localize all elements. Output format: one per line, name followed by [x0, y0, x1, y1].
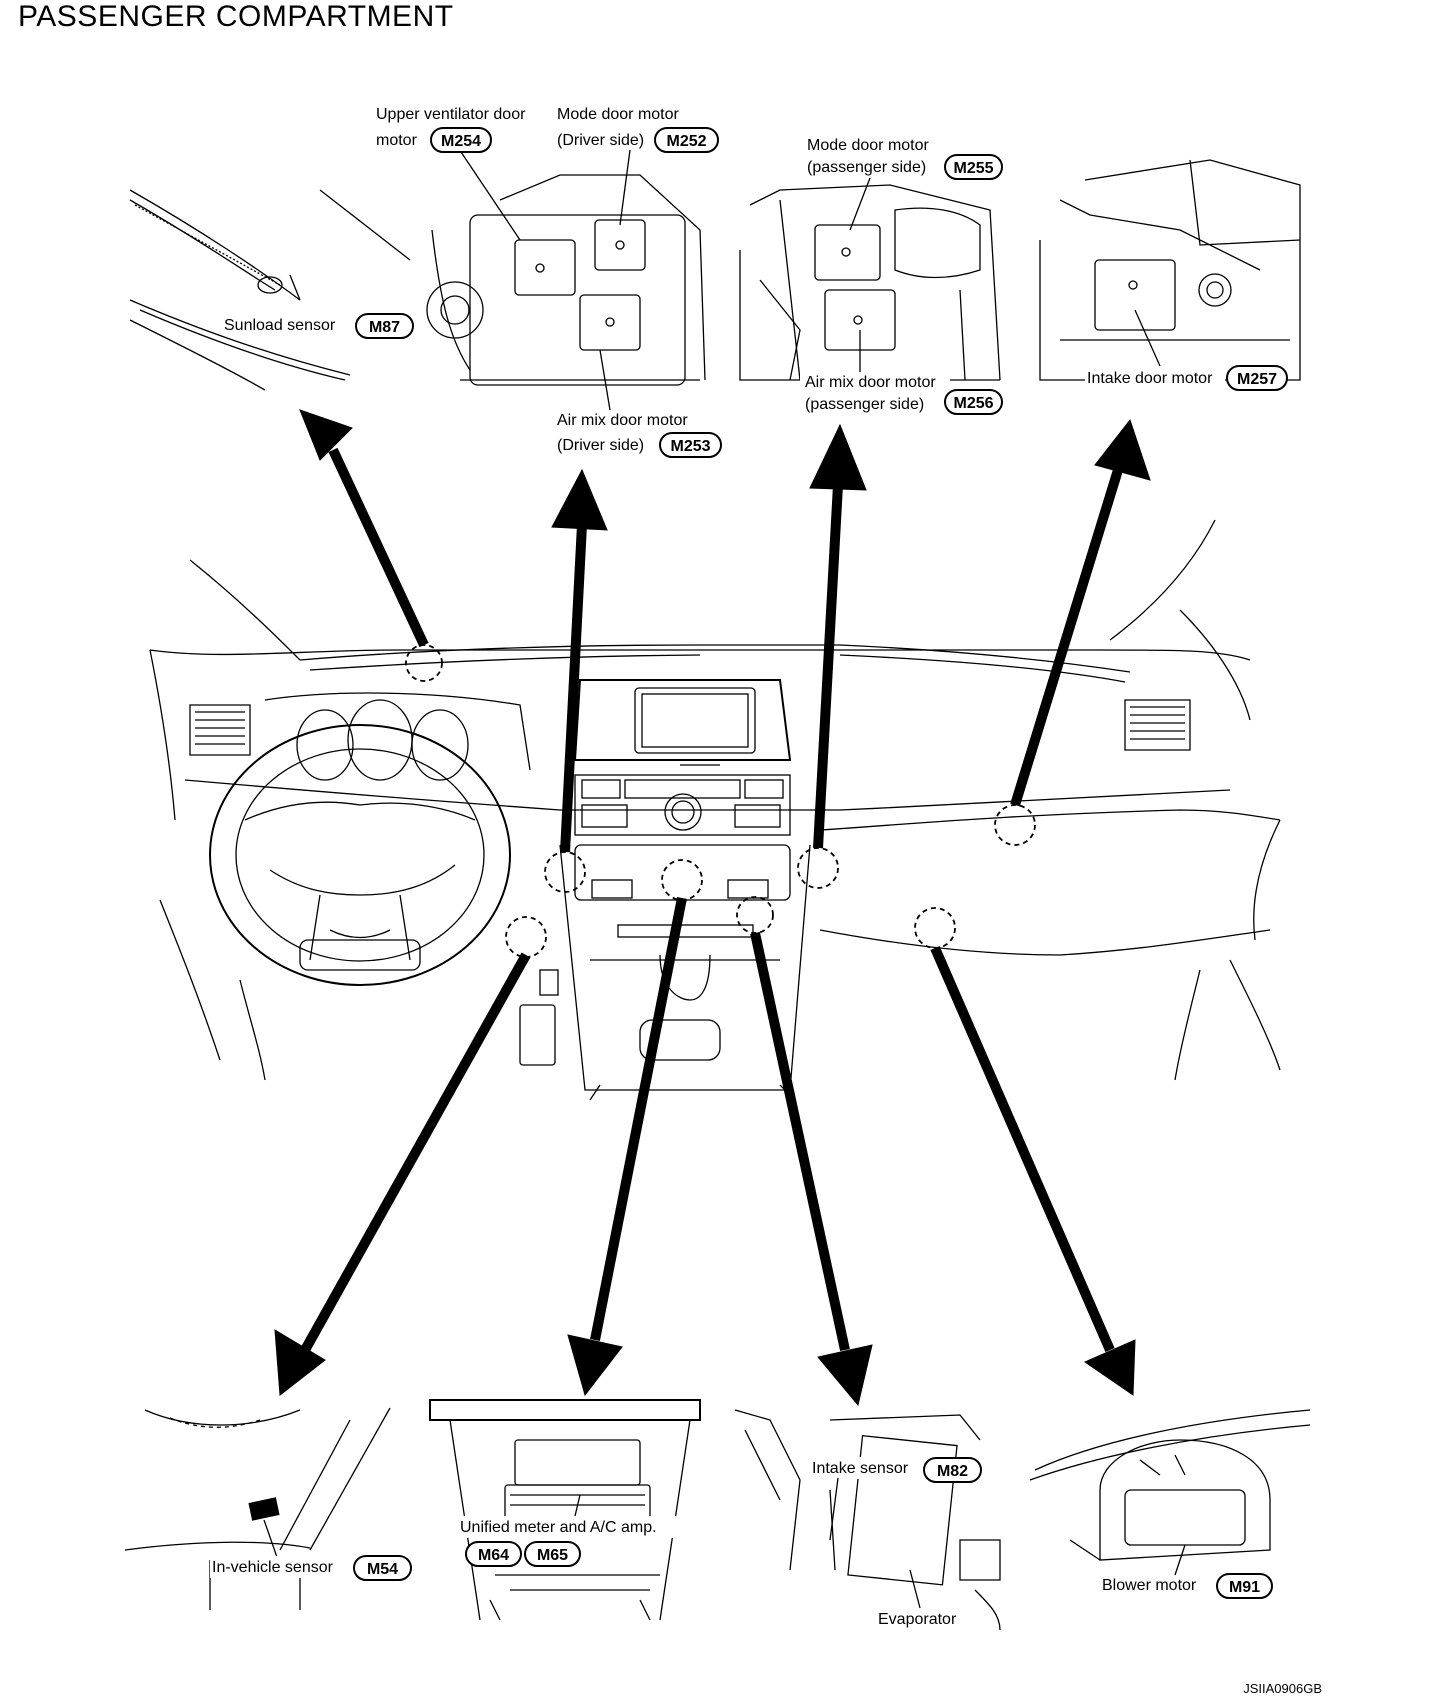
- evaporator-callout: Evaporator: [878, 1569, 957, 1628]
- blower-motor-label: Blower motor: [1102, 1577, 1197, 1594]
- mode-motor-driver-callout: Mode door motor (Driver side) M252: [557, 106, 719, 226]
- air-mix-driver-label-1: Air mix door motor: [557, 412, 688, 429]
- panel-in-vehicle-sensor: [124, 1407, 391, 1610]
- location-markers: [405, 644, 1036, 958]
- intake-sensor-callout: Intake sensor M82: [810, 1457, 982, 1541]
- in-vehicle-sensor-code: M54: [367, 1561, 398, 1578]
- dashboard-illustration: [149, 519, 1281, 1101]
- unified-meter-code-1: M64: [478, 1547, 509, 1564]
- panel-blower-motor: [1029, 1409, 1311, 1561]
- intake-door-motor-code: M257: [1237, 371, 1277, 388]
- evaporator-label: Evaporator: [878, 1611, 957, 1628]
- intake-sensor-code: M82: [937, 1463, 968, 1480]
- sunload-sensor-callout: Sunload sensor M87: [222, 313, 414, 339]
- document-id: JSIIA0906GB: [1243, 1681, 1322, 1696]
- sunload-sensor-code: M87: [369, 319, 400, 336]
- mode-motor-driver-code: M252: [666, 133, 706, 150]
- panel-intake-door-motor: [1039, 159, 1301, 381]
- mode-motor-passenger-code: M255: [953, 160, 993, 177]
- mode-motor-driver-label-2: (Driver side): [557, 132, 644, 149]
- blower-motor-callout: Blower motor M91: [1100, 1544, 1273, 1599]
- air-mix-passenger-code: M256: [953, 395, 993, 412]
- pointer-arrows: [274, 409, 1151, 1407]
- panel-intake-sensor: [734, 1409, 1001, 1631]
- panel-driver-motors: [426, 174, 706, 386]
- panel-sunload-sensor: [129, 189, 411, 391]
- air-mix-driver-label-2: (Driver side): [557, 437, 644, 454]
- sunload-sensor-label: Sunload sensor: [224, 317, 336, 334]
- in-vehicle-sensor-label: In-vehicle sensor: [212, 1559, 334, 1576]
- panel-unified-meter: [429, 1399, 701, 1621]
- unified-meter-label: Unified meter and A/C amp.: [460, 1519, 657, 1536]
- intake-door-motor-label: Intake door motor: [1087, 370, 1213, 387]
- upper-vent-motor-label-1: Upper ventilator door: [376, 106, 526, 123]
- page-title: PASSENGER COMPARTMENT: [18, 0, 454, 33]
- mode-motor-passenger-label-1: Mode door motor: [807, 137, 930, 154]
- air-mix-passenger-callout: Air mix door motor (passenger side) M256: [800, 330, 1003, 416]
- unified-meter-callout: Unified meter and A/C amp. M64 M65: [458, 1494, 678, 1567]
- intake-door-motor-callout: Intake door motor M257: [1085, 309, 1288, 391]
- air-mix-driver-code: M253: [670, 438, 710, 455]
- upper-vent-motor-callout: Upper ventilator door motor M254: [376, 106, 526, 241]
- in-vehicle-sensor-callout: In-vehicle sensor M54: [210, 1555, 412, 1581]
- upper-vent-motor-code: M254: [441, 133, 481, 150]
- air-mix-passenger-label-2: (passenger side): [805, 396, 924, 413]
- mode-motor-driver-label-1: Mode door motor: [557, 106, 680, 123]
- blower-motor-code: M91: [1229, 1579, 1260, 1596]
- unified-meter-code-2: M65: [537, 1547, 568, 1564]
- intake-sensor-label: Intake sensor: [812, 1460, 909, 1477]
- panel-passenger-motors: [739, 184, 1001, 381]
- air-mix-passenger-label-1: Air mix door motor: [805, 374, 936, 391]
- mode-motor-passenger-callout: Mode door motor (passenger side) M255: [807, 137, 1003, 231]
- upper-vent-motor-label-2: motor: [376, 132, 418, 149]
- mode-motor-passenger-label-2: (passenger side): [807, 159, 926, 176]
- air-mix-driver-callout: Air mix door motor (Driver side) M253: [557, 349, 722, 458]
